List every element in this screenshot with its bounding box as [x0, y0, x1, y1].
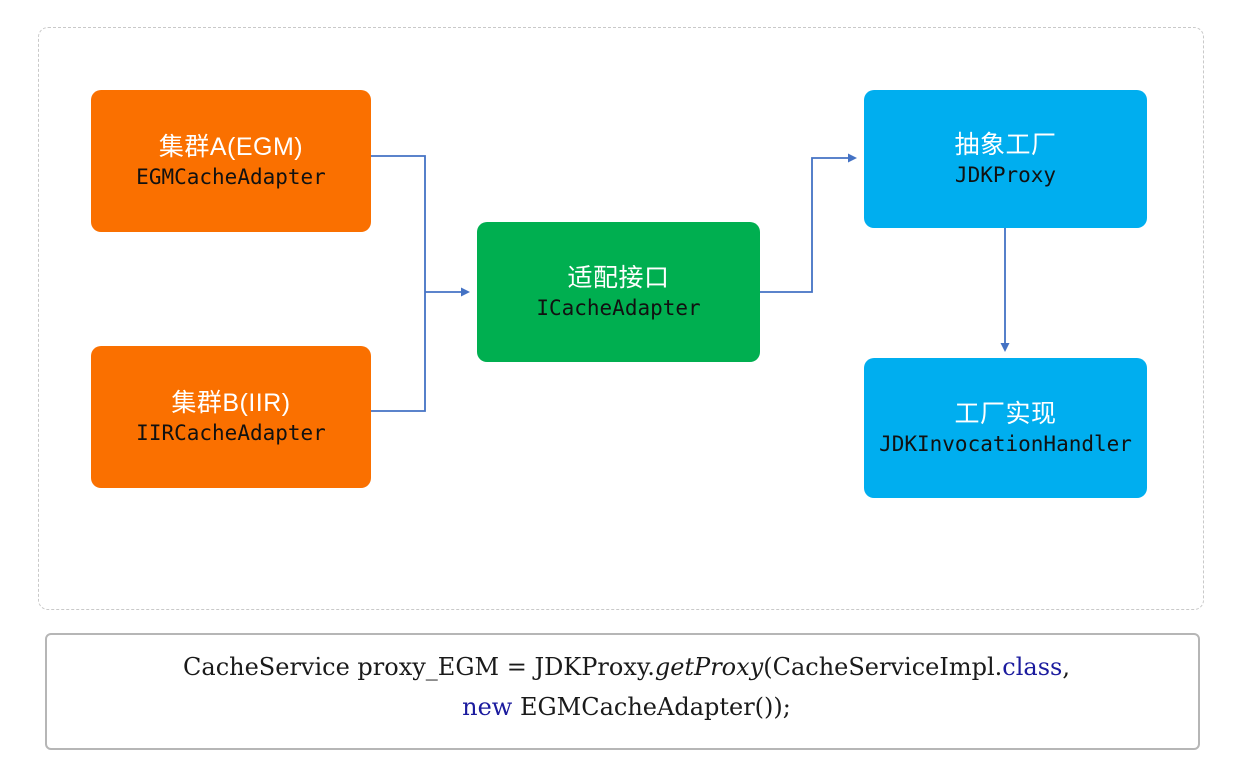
diagram-dashed-container	[38, 27, 1204, 610]
code-segment-args: (CacheServiceImpl.	[763, 653, 1003, 681]
node-cluster-a-title: 集群A(EGM)	[158, 133, 304, 161]
node-cluster-a-subtitle: EGMCacheAdapter	[136, 165, 326, 189]
node-factory-subtitle: JDKProxy	[954, 163, 1057, 187]
node-factory-implementation[interactable]: 工厂实现 JDKInvocationHandler	[864, 358, 1147, 498]
code-line-1: CacheService proxy_EGM = JDKProxy.getPro…	[47, 647, 1198, 687]
code-keyword-class: class	[1002, 653, 1063, 681]
code-keyword-new: new	[462, 693, 513, 721]
code-line-2: new EGMCacheAdapter());	[47, 687, 1198, 727]
node-adapter-title: 适配接口	[567, 264, 670, 292]
node-impl-subtitle: JDKInvocationHandler	[879, 432, 1132, 456]
node-impl-title: 工厂实现	[954, 400, 1057, 428]
code-segment-method: getProxy	[654, 653, 764, 681]
node-adapter-interface[interactable]: 适配接口 ICacheAdapter	[477, 222, 760, 362]
code-snippet-box: CacheService proxy_EGM = JDKProxy.getPro…	[45, 633, 1200, 750]
code-segment-comma: ,	[1062, 653, 1070, 681]
node-cluster-b-subtitle: IIRCacheAdapter	[136, 421, 326, 445]
code-segment-constructor: EGMCacheAdapter());	[512, 693, 791, 721]
node-cluster-b-title: 集群B(IIR)	[171, 389, 291, 417]
node-abstract-factory[interactable]: 抽象工厂 JDKProxy	[864, 90, 1147, 228]
node-adapter-subtitle: ICacheAdapter	[536, 296, 701, 320]
code-segment-declaration: CacheService proxy_EGM = JDKProxy.	[183, 653, 655, 681]
node-cluster-b[interactable]: 集群B(IIR) IIRCacheAdapter	[91, 346, 371, 488]
node-factory-title: 抽象工厂	[954, 131, 1057, 159]
node-cluster-a[interactable]: 集群A(EGM) EGMCacheAdapter	[91, 90, 371, 232]
